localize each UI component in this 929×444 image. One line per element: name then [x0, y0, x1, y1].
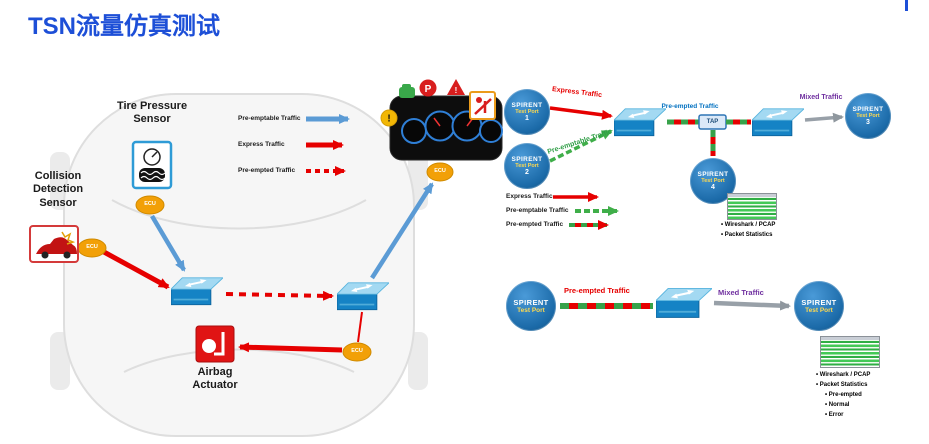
mixed-traffic-label-top: Mixed Traffic	[799, 94, 843, 101]
switch-to-ecu-link	[357, 311, 363, 343]
ecu-node	[135, 195, 165, 215]
preempted-traffic-label-top: Pre-empted Traffic	[661, 103, 719, 110]
tire-pressure-sensor-icon	[131, 140, 173, 190]
port-number: 2	[525, 169, 529, 176]
port-role: Test Port	[701, 178, 725, 184]
spirent-test-port-3: SPIRENT Test Port 3	[845, 93, 891, 139]
preemptable-traffic-arrow-top	[549, 129, 613, 163]
analysis-notes-bottom: Wireshark / PCAP Packet Statistics Pre-e…	[816, 371, 871, 421]
parking-brake-icon: P	[419, 79, 437, 97]
page-title: TSN流量仿真测试	[28, 13, 220, 40]
tire-pressure-sensor-label: Tire Pressure Sensor	[116, 100, 188, 126]
collision-sensor-label: Collision Detection Sensor	[32, 170, 84, 209]
port-number: 4	[711, 184, 715, 191]
note-subitem: Normal	[825, 401, 870, 411]
hazard-triangle-icon: !	[447, 79, 465, 95]
spirent-logo: SPIRENT	[511, 102, 543, 109]
spirent-logo: SPIRENT	[513, 298, 549, 307]
spirent-test-port-right: SPIRENT Test Port	[794, 281, 844, 331]
ecu-node	[342, 342, 372, 362]
legend-label-express: Express Traffic	[238, 141, 285, 148]
ecu-label: ECU	[144, 201, 156, 207]
port-role: Test Port	[805, 307, 833, 314]
express-traffic-arrow-airbag	[238, 342, 343, 353]
preemptable-traffic-arrow-tire	[150, 214, 186, 272]
spirent-test-port-2: SPIRENT Test Port 2	[504, 143, 550, 189]
spirent-logo: SPIRENT	[697, 171, 729, 178]
port-role: Test Port	[517, 307, 545, 314]
mixed-traffic-arrow-bottom	[713, 300, 791, 311]
parking-glyph: P	[425, 84, 432, 95]
airbag-actuator-icon	[195, 325, 235, 363]
spirent-logo: SPIRENT	[801, 298, 837, 307]
legend-label-preemptable: Pre-emptable Traffic	[238, 115, 301, 122]
car-status-icon	[399, 84, 415, 98]
spirent-logo: SPIRENT	[511, 156, 543, 163]
wireshark-capture-thumbnail	[820, 336, 880, 368]
note-item: Packet Statistics	[721, 231, 775, 241]
analysis-notes-top: Wireshark / PCAP Packet Statistics	[721, 221, 776, 241]
preemptable-traffic-arrow-dashboard	[370, 182, 434, 280]
legend-label-express-top: Express Traffic	[506, 193, 553, 200]
note-subitem: Error	[825, 411, 870, 421]
express-traffic-arrow-top	[549, 106, 613, 120]
spirent-test-port-left: SPIRENT Test Port	[506, 281, 556, 331]
legend-label-preemptable-top: Pre-emptable Traffic	[506, 207, 569, 214]
airbag-actuator-label: Airbag Actuator	[192, 366, 238, 392]
warning-exclamation-icon: !	[380, 109, 398, 127]
spirent-logo: SPIRENT	[852, 106, 884, 113]
preempted-traffic-link-switches	[225, 290, 334, 301]
port-role: Test Port	[515, 163, 539, 169]
express-traffic-arrow-collision	[102, 249, 170, 290]
port-number: 1	[525, 115, 529, 122]
ethernet-switch-icon-top-2	[752, 108, 804, 137]
warning-glyph: !	[387, 114, 390, 125]
note-item: Wireshark / PCAP	[816, 371, 871, 381]
instrument-cluster: ! P !	[380, 79, 503, 161]
port-number: 3	[866, 119, 870, 126]
note-subitem: Pre-empted	[825, 391, 870, 401]
mixed-traffic-arrow-top	[804, 112, 844, 123]
ethernet-switch-icon-bottom	[656, 287, 712, 318]
legend-label-preempted: Pre-empted Traffic	[238, 167, 296, 174]
corner-accent-bar	[905, 0, 908, 11]
preempted-traffic-label-bottom: Pre-empted Traffic	[564, 286, 630, 295]
ethernet-switch-icon-top-1	[614, 108, 666, 137]
mixed-traffic-label-bottom: Mixed Traffic	[718, 288, 764, 297]
ecu-label: ECU	[86, 244, 98, 250]
legend-label-preempted-top: Pre-empted Traffic	[506, 221, 564, 228]
note-item: Packet Statistics	[816, 381, 870, 391]
port-role: Test Port	[856, 113, 880, 119]
ecu-node	[426, 162, 454, 182]
note-item: Wireshark / PCAP	[721, 221, 776, 231]
ecu-label: ECU	[351, 348, 363, 354]
spirent-test-port-1: SPIRENT Test Port 1	[504, 89, 550, 135]
hazard-glyph: !	[455, 86, 458, 95]
port-role: Test Port	[515, 109, 539, 115]
ecu-label: ECU	[434, 168, 446, 174]
tap-label: TAP	[706, 119, 719, 125]
collision-detection-sensor-icon	[29, 225, 79, 263]
wireshark-capture-thumbnail	[727, 193, 777, 220]
seatbelt-warning-icon	[469, 91, 496, 120]
